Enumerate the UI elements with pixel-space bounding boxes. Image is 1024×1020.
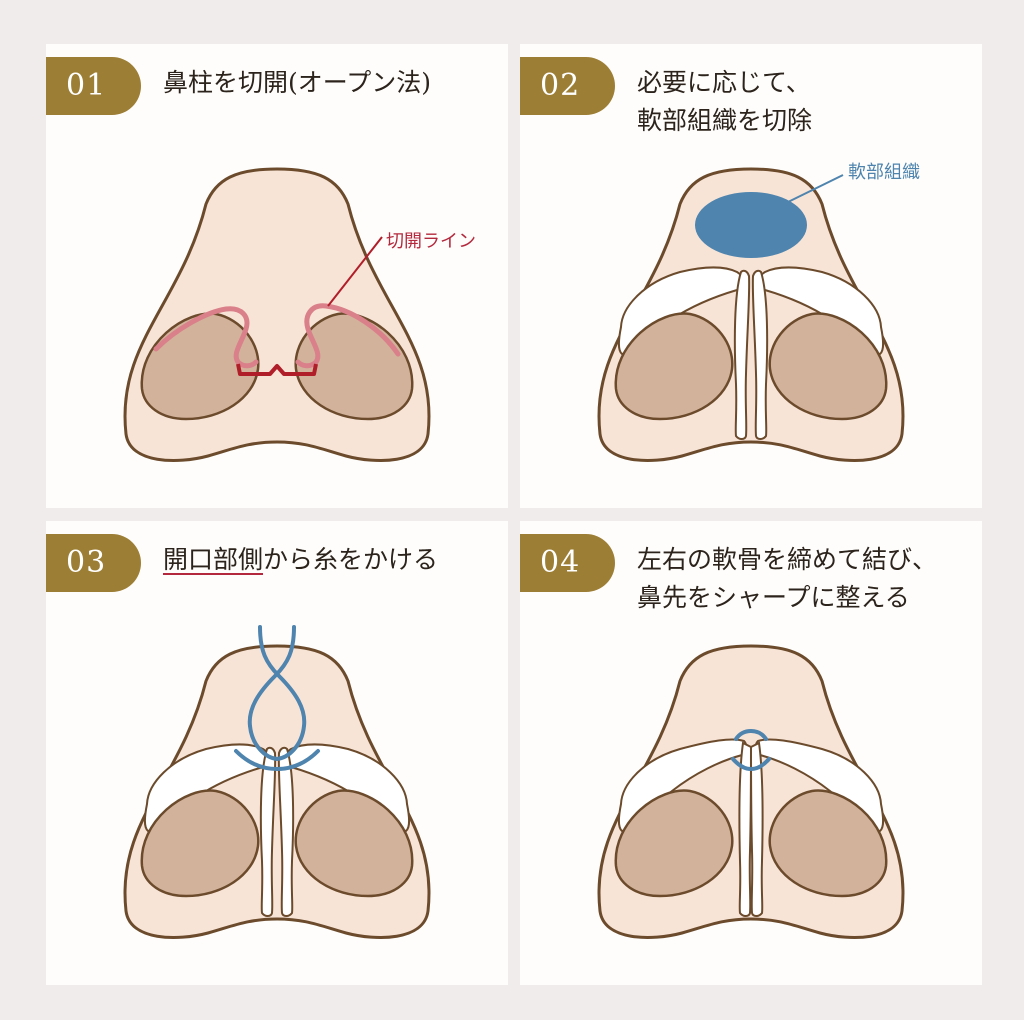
- step-number-badge: 03: [46, 534, 141, 592]
- nose-diagram-suture: [123, 625, 431, 940]
- step-number-badge: 01: [46, 57, 141, 115]
- step-title-line: 鼻柱を切開(オープン法): [163, 68, 432, 97]
- nose-diagram-incision: 切開ライン: [123, 167, 476, 463]
- step-4-panel: 04 左右の軟骨を締めて結び、 鼻先をシャープに整える: [520, 521, 982, 985]
- step-3-panel: 03 開口部側から糸をかける: [46, 521, 508, 985]
- step-2-panel: 02 必要に応じて、 軟部組織を切除 軟部組織: [520, 44, 982, 508]
- callout-line: [327, 236, 383, 307]
- soft-tissue-label: 軟部組織: [848, 162, 920, 183]
- step-title: 鼻柱を切開(オープン法): [163, 64, 431, 102]
- step-number-badge: 04: [520, 534, 615, 592]
- step-title-rest: から糸をかける: [263, 545, 439, 574]
- right-rim-incision: [295, 303, 401, 369]
- left-rim-incision: [153, 306, 259, 369]
- tied-suture-top: [734, 728, 768, 741]
- soft-tissue-area: [695, 192, 807, 258]
- step-title-line: 鼻先をシャープに整える: [637, 583, 910, 612]
- callout-line: [787, 174, 844, 203]
- suture-thread: [247, 625, 307, 762]
- step-title: 開口部側から糸をかける: [163, 541, 438, 579]
- tied-suture-bottom: [731, 757, 771, 772]
- suture-loop: [234, 749, 320, 772]
- incision-line-label: 切開ライン: [386, 231, 476, 252]
- nose-diagram-tied: [597, 644, 905, 940]
- step-title: 必要に応じて、 軟部組織を切除: [637, 64, 812, 140]
- step-title-line: 必要に応じて、: [637, 68, 811, 97]
- step-title-line: 左右の軟骨を締めて結び、: [637, 545, 938, 574]
- nose-diagram-soft-tissue: 軟部組織: [597, 162, 920, 463]
- step-title-underlined: 開口部側: [163, 545, 264, 574]
- right-medial-crus: [749, 741, 764, 917]
- step-title-line: 軟部組織を切除: [637, 106, 813, 135]
- step-title: 左右の軟骨を締めて結び、 鼻先をシャープに整える: [637, 541, 937, 617]
- step-number-badge: 02: [520, 57, 615, 115]
- step-1-panel: 01 鼻柱を切開(オープン法) 切開ライン: [46, 44, 508, 508]
- columella-incision: [236, 363, 318, 376]
